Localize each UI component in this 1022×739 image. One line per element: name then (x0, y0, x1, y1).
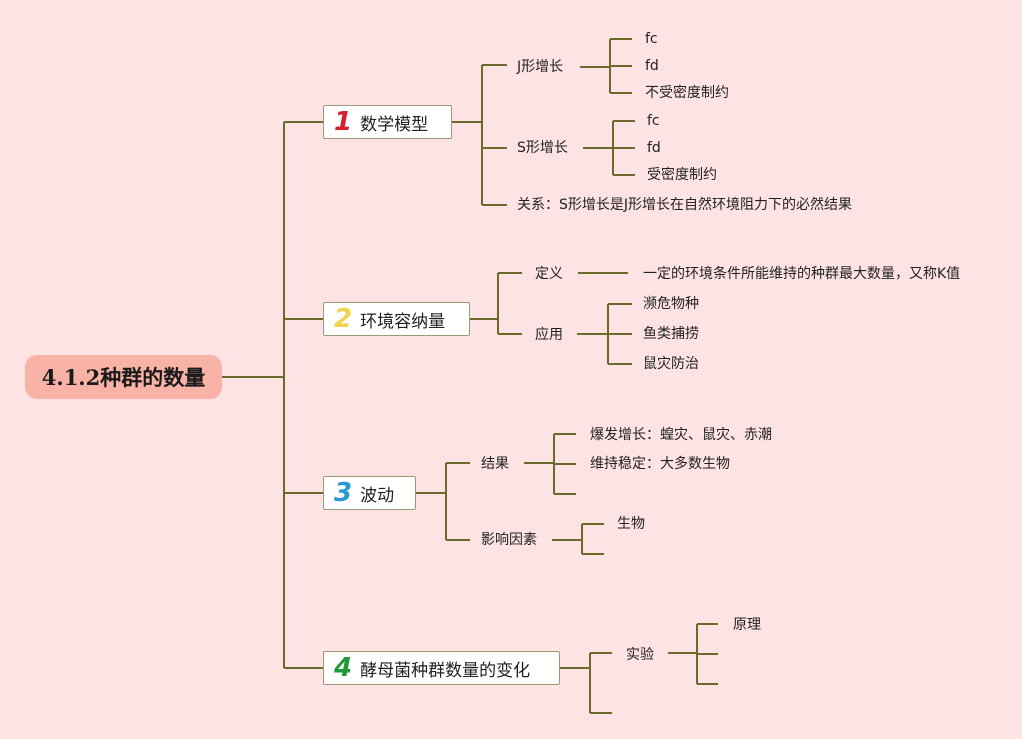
topic-carrying-capacity: 2 环境容纳量 (323, 302, 470, 336)
topic-label: 数学模型 (360, 114, 429, 135)
topic-math-model: 1 数学模型 (323, 105, 452, 139)
result-item: 维持稳定：大多数生物 (590, 456, 730, 472)
application-node: 应用 (535, 327, 563, 343)
number-4-icon: 4 (334, 653, 353, 683)
number-2-icon: 2 (334, 304, 353, 334)
j-item-fd: fd (645, 58, 659, 74)
application-item: 濒危物种 (643, 296, 699, 312)
relation-node: 关系：S形增长是J形增长在自然环境阻力下的必然结果 (517, 197, 853, 213)
s-growth-node: S形增长 (517, 140, 568, 156)
topic-label: 环境容纳量 (360, 311, 446, 332)
j-item-fc: fc (645, 31, 658, 47)
application-item: 鱼类捕捞 (643, 326, 699, 342)
j-growth-node: J形增长 (517, 59, 564, 75)
s-item-fd: fd (647, 140, 661, 156)
application-item: 鼠灾防治 (643, 356, 699, 372)
s-item-density: 受密度制约 (647, 167, 717, 183)
definition-text: 一定的环境条件所能维持的种群最大数量，又称K值 (643, 266, 961, 282)
topic-label: 酵母菌种群数量的变化 (360, 660, 531, 681)
result-item: 爆发增长：蝗灾、鼠灾、赤潮 (590, 427, 772, 443)
topic-fluctuation: 3 波动 (323, 476, 416, 510)
topic-yeast-population: 4 酵母菌种群数量的变化 (323, 651, 560, 685)
result-node: 结果 (481, 456, 509, 472)
j-item-density: 不受密度制约 (645, 85, 729, 101)
topic-label: 波动 (360, 485, 395, 506)
factors-node: 影响因素 (481, 532, 537, 548)
experiment-item: 原理 (733, 617, 761, 633)
root-topic: 4.1.2种群的数量 (25, 355, 222, 399)
experiment-node: 实验 (626, 647, 654, 663)
factor-item: 生物 (617, 516, 645, 532)
definition-node: 定义 (535, 266, 563, 282)
s-item-fc: fc (647, 113, 660, 129)
number-1-icon: 1 (334, 107, 353, 137)
number-3-icon: 3 (334, 478, 353, 508)
